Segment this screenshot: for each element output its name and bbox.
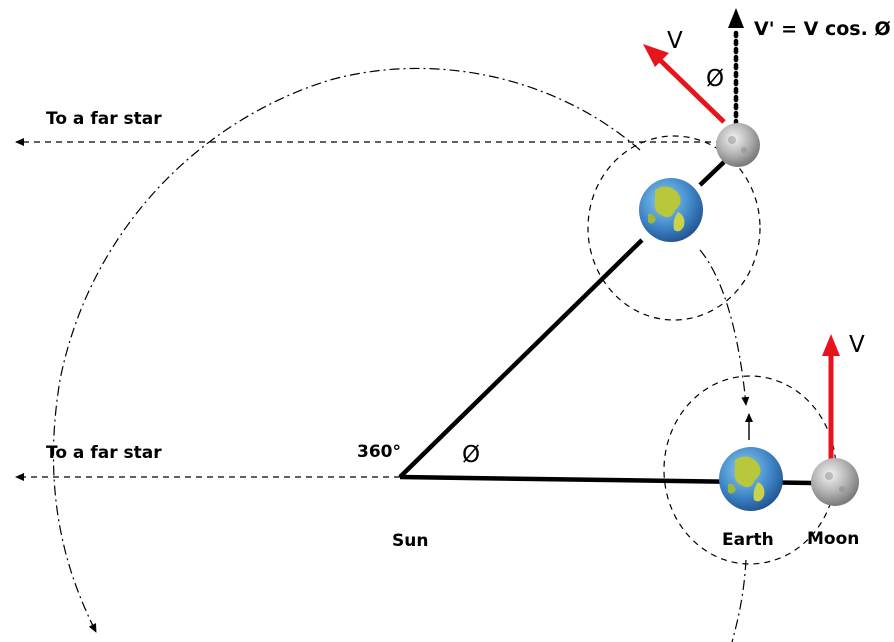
earth-label: Earth	[722, 530, 774, 550]
angle-label-center: Ø	[462, 442, 480, 468]
velocity-label-right: V	[849, 332, 865, 358]
velocity-projection-label: V' = V cos. Ø	[754, 18, 891, 40]
earth-orbit-arc	[52, 67, 641, 633]
earth-globe-icon	[719, 447, 783, 511]
moon-label: Moon	[807, 529, 859, 549]
earth-orbit-arc-bottom	[731, 559, 747, 642]
earth-orbit-arc-right	[699, 249, 750, 406]
sun-earth-line-top	[398, 238, 644, 479]
velocity-arrow-top	[658, 58, 726, 124]
velocity-label-top: V	[667, 28, 683, 54]
velocity-arrow-right-head	[822, 334, 840, 356]
far-star-label-top: To a far star	[46, 109, 162, 129]
angle-360-label: 360°	[357, 442, 401, 462]
velocity-arrow-top-head	[643, 44, 669, 67]
far-star-label-bottom: To a far star	[46, 443, 162, 463]
angle-label-top: Ø	[706, 66, 724, 92]
earth-moon-line-top	[698, 160, 726, 187]
moon-icon	[811, 458, 859, 506]
earth-globe-icon	[639, 178, 703, 242]
moon-icon	[716, 123, 760, 167]
projection-arrow-head	[728, 8, 744, 28]
sun-label: Sun	[392, 531, 428, 551]
moon-orbit-top	[587, 135, 761, 321]
